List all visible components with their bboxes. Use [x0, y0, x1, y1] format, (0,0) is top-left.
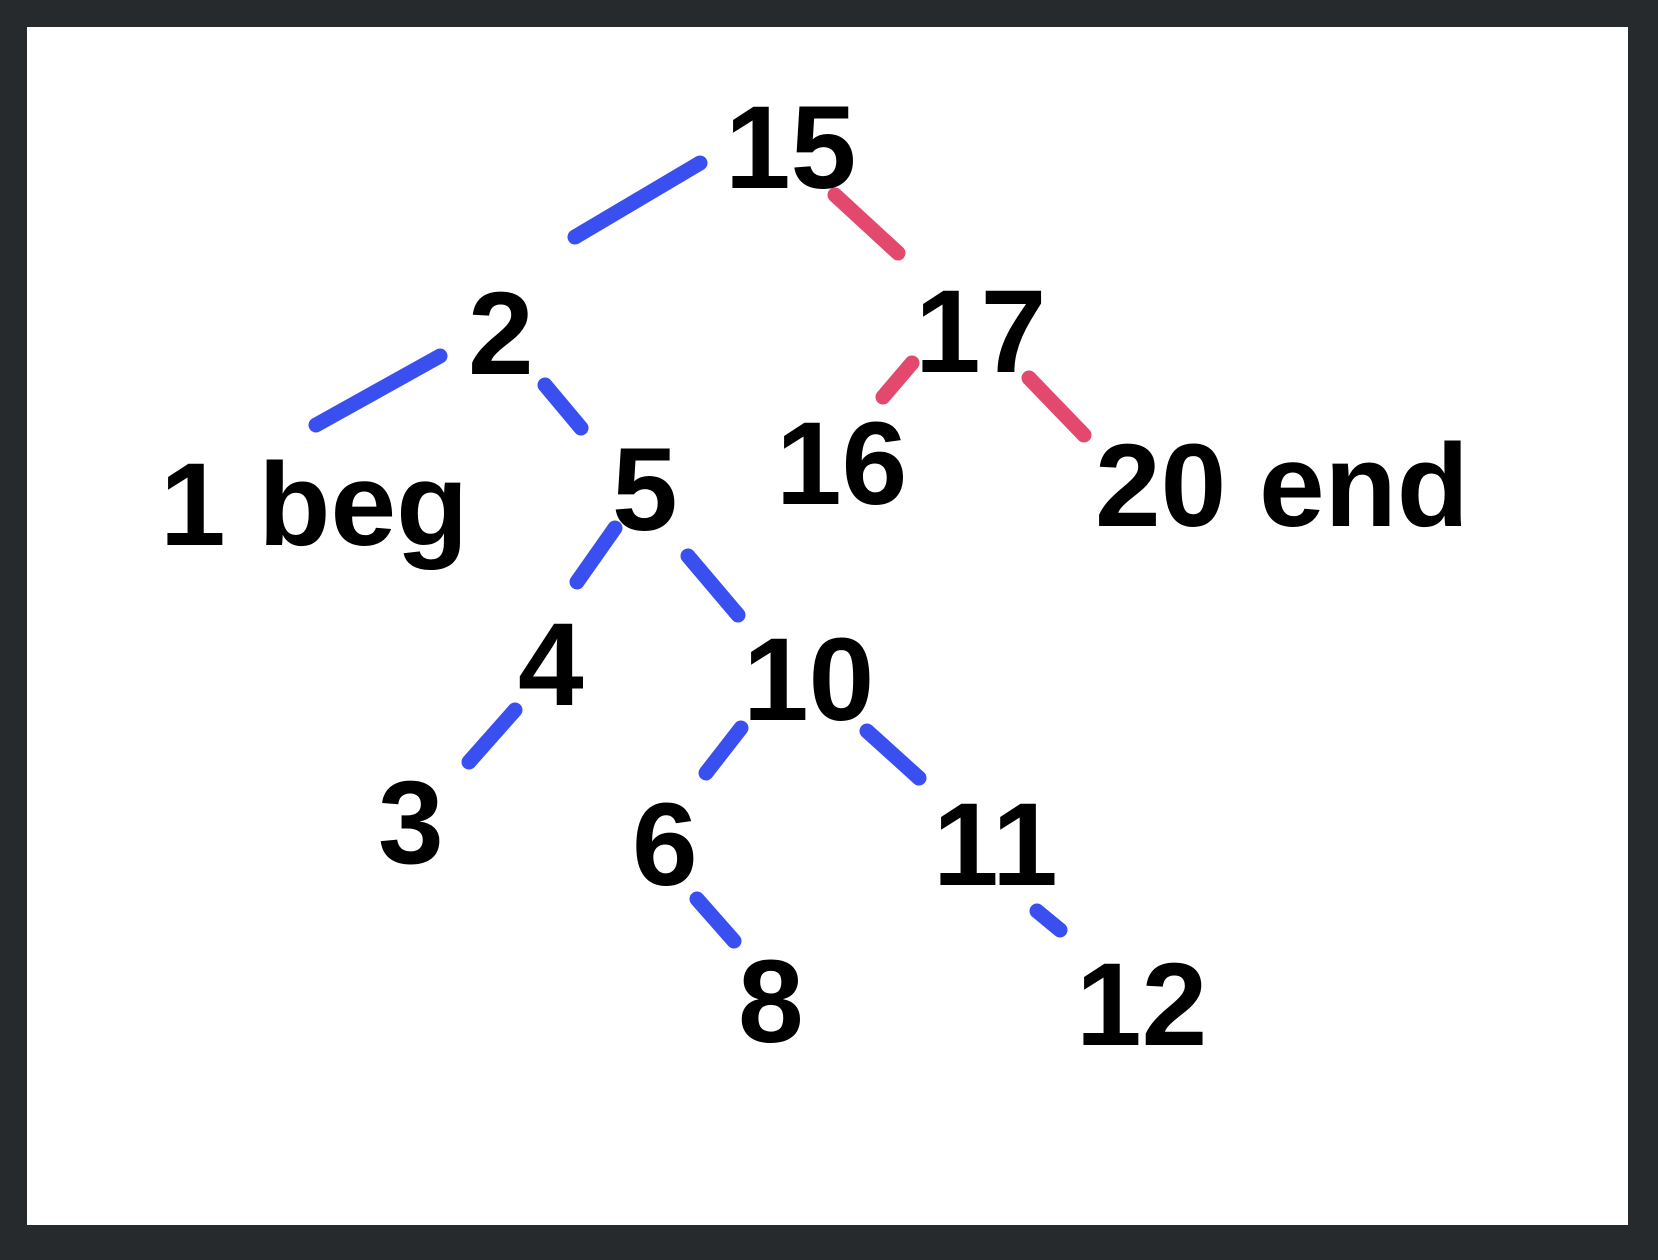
node-8: 8	[738, 936, 804, 1068]
node-17: 17	[915, 266, 1046, 398]
node-5: 5	[612, 424, 678, 556]
node-15: 15	[725, 82, 856, 214]
node-2: 2	[468, 268, 534, 400]
edge-4-3	[461, 702, 523, 770]
edge-5-10	[680, 548, 746, 623]
edge-17-16	[875, 355, 920, 405]
node-11: 11	[933, 779, 1058, 911]
edge-2-5	[537, 377, 589, 436]
edge-10-11	[859, 723, 927, 786]
node-16: 16	[776, 398, 907, 530]
edge-2-1	[308, 348, 448, 433]
node-20-end: 20 end	[1095, 420, 1469, 552]
edges-layer	[308, 155, 1092, 949]
edge-5-4	[569, 520, 623, 590]
node-4: 4	[518, 599, 584, 731]
nodes-layer: 15 2 17 1 beg 5 16 20 end 4 10 3 6 11 8 …	[160, 82, 1469, 1071]
diagram-canvas	[27, 27, 1628, 1225]
edge-17-20	[1021, 370, 1092, 443]
edge-11-12	[1029, 903, 1068, 938]
edge-10-6	[698, 720, 749, 781]
node-6: 6	[632, 779, 698, 911]
node-1-beg: 1 beg	[160, 439, 468, 571]
node-10: 10	[743, 614, 874, 746]
node-3: 3	[378, 757, 444, 889]
edge-15-17	[827, 187, 906, 261]
node-12: 12	[1076, 939, 1207, 1071]
edge-15-2	[567, 155, 708, 245]
edge-6-8	[689, 891, 742, 949]
